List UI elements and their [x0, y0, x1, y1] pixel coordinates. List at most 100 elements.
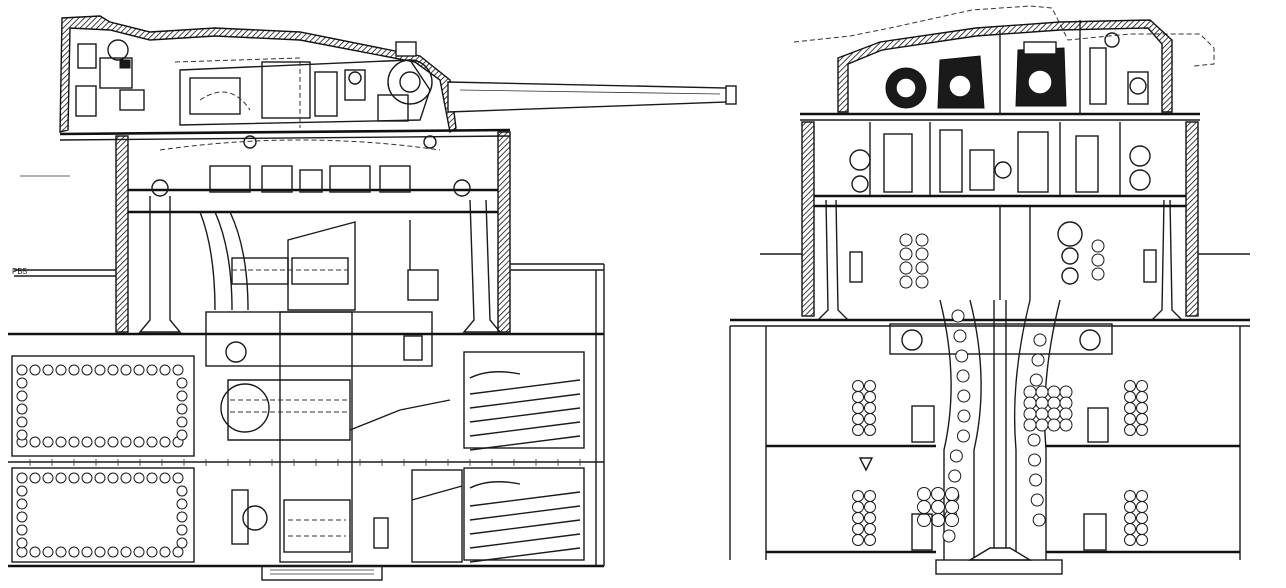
- shell-round: [1136, 490, 1148, 502]
- shell-round: [81, 364, 93, 376]
- shell-round: [1047, 385, 1061, 399]
- shell-round: [16, 537, 28, 549]
- shell-round: [1124, 380, 1136, 392]
- shell-round: [42, 436, 54, 448]
- shell-round: [915, 275, 929, 289]
- shell-round: [899, 261, 913, 275]
- shell-round: [1023, 396, 1037, 410]
- shell-round: [956, 369, 970, 383]
- shell-round: [899, 233, 913, 247]
- shell-round: [1136, 380, 1148, 392]
- shell-round: [945, 500, 959, 514]
- shell-round: [864, 380, 876, 392]
- right-pillar: [453, 179, 502, 333]
- shell-round: [1136, 523, 1148, 535]
- shell-round: [29, 364, 41, 376]
- shell-round: [1033, 333, 1047, 347]
- shell-round: [956, 429, 970, 443]
- charge-tray: [469, 379, 581, 395]
- decks-right: [729, 253, 1250, 560]
- shell-round: [159, 472, 171, 484]
- shell-round: [55, 364, 67, 376]
- shell-round: [948, 469, 962, 483]
- shell-round: [68, 546, 80, 558]
- shell-round: [176, 524, 188, 536]
- shell-round: [1124, 523, 1136, 535]
- turret-gunhouse: [59, 15, 511, 141]
- shell-round: [1136, 413, 1148, 425]
- gun-breeches: [885, 20, 1149, 114]
- shell-round: [68, 364, 80, 376]
- shell-round: [931, 487, 945, 501]
- elevating-machinery: [849, 122, 1151, 196]
- shell-round: [55, 546, 67, 558]
- shell-round: [1136, 512, 1148, 524]
- shell-round: [16, 429, 28, 441]
- shell-round: [1136, 501, 1148, 513]
- shell-round: [942, 529, 956, 543]
- shell-round: [81, 546, 93, 558]
- shell-round: [172, 546, 184, 558]
- shell-round: [159, 364, 171, 376]
- shell-round: [852, 512, 864, 524]
- shell-round: [864, 490, 876, 502]
- shell-round: [1047, 396, 1061, 410]
- shell-round: [29, 546, 41, 558]
- shell-round: [1059, 396, 1073, 410]
- shell-round: [852, 413, 864, 425]
- shell-round: [917, 513, 931, 527]
- shell-round: [1029, 473, 1043, 487]
- shell-round: [176, 537, 188, 549]
- shell-round: [915, 233, 929, 247]
- shell-round: [917, 500, 931, 514]
- shell-round: [1023, 385, 1037, 399]
- shell-round: [107, 472, 119, 484]
- shell-round: [852, 402, 864, 414]
- left-pillar: [138, 179, 182, 333]
- shell-round: [1124, 413, 1136, 425]
- shell-round: [1032, 513, 1046, 527]
- shell-round: [864, 534, 876, 546]
- shell-round: [951, 309, 965, 323]
- shell-round: [146, 546, 158, 558]
- shell-round: [146, 436, 158, 448]
- central-trunk: [889, 299, 1113, 575]
- barbette: [115, 131, 511, 333]
- shell-round: [94, 436, 106, 448]
- shell-round: [1059, 418, 1073, 432]
- shell-round: [55, 472, 67, 484]
- shell-round: [957, 409, 971, 423]
- shell-round: [1023, 418, 1037, 432]
- shell-round: [945, 513, 959, 527]
- shell-round: [917, 487, 931, 501]
- shell-round: [1047, 418, 1061, 432]
- gun-barrel: [447, 81, 737, 113]
- shell-round: [176, 429, 188, 441]
- deck-mark-label: РБ5: [12, 267, 28, 276]
- shell-round: [1029, 373, 1043, 387]
- shell-round: [852, 501, 864, 513]
- shell-round: [16, 416, 28, 428]
- training-machinery: [138, 135, 502, 333]
- shell-round: [955, 349, 969, 363]
- shell-round: [42, 546, 54, 558]
- shell-round: [16, 524, 28, 536]
- shell-round: [1091, 267, 1105, 281]
- shell-round: [16, 498, 28, 510]
- shell-round: [1136, 391, 1148, 403]
- shell-round: [864, 512, 876, 524]
- shell-round: [1124, 424, 1136, 436]
- turret-roof-outline: [793, 5, 1215, 67]
- shell-round: [120, 364, 132, 376]
- shell-round: [1030, 493, 1044, 507]
- shell-round: [176, 390, 188, 402]
- shell-round: [159, 546, 171, 558]
- shell-round: [864, 391, 876, 403]
- magazines-right: [852, 380, 1148, 551]
- shell-round: [16, 472, 28, 484]
- lower-compartment-details: [373, 469, 463, 563]
- shell-round: [1124, 402, 1136, 414]
- shell-round: [957, 389, 971, 403]
- shell-round: [16, 485, 28, 497]
